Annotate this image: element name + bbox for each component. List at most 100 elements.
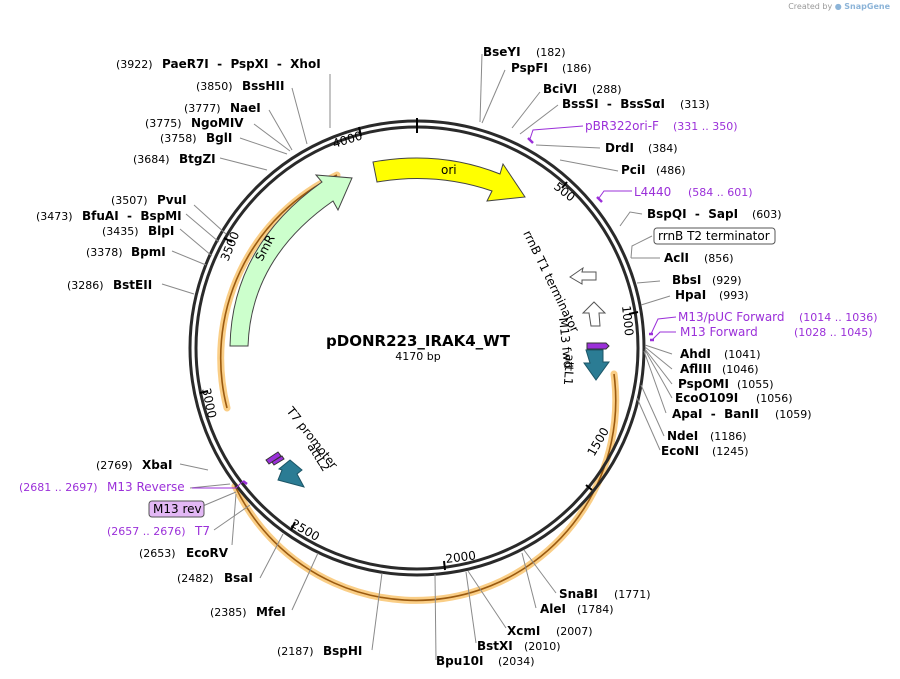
site-pos: (3378): [86, 246, 123, 259]
site-pos: (856): [704, 252, 734, 265]
m13-fwd-label: M13 fwd: [556, 317, 575, 369]
site-name: AhdI: [680, 347, 711, 361]
site-ecoo109i[interactable]: EcoO109I (1056): [675, 391, 793, 405]
site-mfei[interactable]: (2385)MfeI: [210, 605, 286, 619]
primer-m13-forward[interactable]: M13 Forward(1028 .. 1045): [680, 325, 873, 339]
site-bsphi[interactable]: (2187)BspHI: [277, 644, 362, 658]
site-bsteii[interactable]: (3286) BstEII: [67, 278, 152, 292]
site-pos: (3286): [67, 279, 104, 292]
site-bseyi[interactable]: BseYI (182): [483, 45, 566, 59]
tick-label-1000: 1000: [619, 305, 636, 337]
site-pos: (2034): [498, 655, 535, 668]
primer-l4440[interactable]: L4440(584 .. 601): [634, 185, 753, 199]
feature-m13-fwd[interactable]: M13 fwd: [556, 317, 610, 369]
tick-label-3000: 3000: [199, 387, 219, 420]
site-name: DrdI: [605, 141, 634, 155]
site-bstxi[interactable]: BstXI(2010): [477, 639, 561, 653]
site-ndei[interactable]: NdeI(1186): [667, 429, 747, 443]
primer-m13-puc-forward[interactable]: M13/pUC Forward(1014 .. 1036): [678, 310, 878, 324]
site-bsssi[interactable]: BssSI - BssSαI(313): [562, 97, 710, 111]
primer-pbr322ori-f[interactable]: pBR322ori-F(331 .. 350): [585, 119, 738, 133]
snapgene-logo-icon: ●: [834, 2, 842, 11]
site-alei[interactable]: AleI(1784): [540, 602, 614, 616]
rrnb-t1-label: rrnB T1 terminator: [520, 228, 582, 335]
smr-arrow: [229, 174, 353, 347]
site-name: XcmI: [507, 624, 540, 638]
tick-label-2000: 2000: [445, 548, 477, 566]
site-afliii[interactable]: AflIII(1046): [680, 362, 759, 376]
site-name: BciVI: [543, 82, 577, 96]
site-pos: (2385): [210, 606, 247, 619]
boxed-label-rrnb-t2[interactable]: rrnB T2 terminator: [653, 227, 776, 245]
m13-fwd-arrow: [586, 342, 610, 350]
site-bpu10i[interactable]: Bpu10I(2034): [436, 654, 535, 668]
feature-t7-promoter[interactable]: T7 promoter: [265, 403, 341, 472]
site-name: ApaI - BanII: [672, 407, 759, 421]
site-bgli[interactable]: (3758)BglI: [160, 131, 232, 145]
site-pcii[interactable]: PciI(486): [621, 163, 686, 177]
site-pos: (3758): [160, 132, 197, 145]
site-bfuai[interactable]: (3473)BfuAI - BspMI: [36, 209, 182, 223]
site-acli[interactable]: AclI(856): [664, 251, 734, 265]
site-bcivi[interactable]: BciVI (288): [543, 82, 622, 96]
site-leader-lines: [434, 53, 673, 661]
plasmid-title-block: pDONR223_IRAK4_WT 4170 bp: [326, 332, 511, 363]
site-name: EcoRV: [186, 546, 229, 560]
site-naei[interactable]: (3777)NaeI: [184, 101, 261, 115]
site-name: BseYI: [483, 45, 521, 59]
site-econi[interactable]: EcoNI(1245): [661, 444, 749, 458]
primer-m13-reverse[interactable]: (2681 .. 2697)M13 Reverse: [19, 480, 185, 494]
site-xbai[interactable]: (2769)XbaI: [96, 458, 172, 472]
site-name: BspHI: [323, 644, 362, 658]
site-ngomiv[interactable]: (3775)NgoMIV: [145, 116, 244, 130]
site-drdi[interactable]: DrdI (384): [605, 141, 678, 155]
site-xcmi[interactable]: XcmI(2007): [507, 624, 593, 638]
rrnb-t2-label: rrnB T2 terminator: [658, 229, 770, 243]
site-name: BssSI - BssSαI: [562, 97, 665, 111]
primer-t7[interactable]: (2657 .. 2676)T7: [107, 524, 210, 538]
primer-pos: (331 .. 350): [673, 120, 738, 133]
site-name: PvuI: [157, 193, 187, 207]
site-pos: (288): [592, 83, 622, 96]
site-pos: (2653): [139, 547, 176, 560]
site-hpai[interactable]: HpaI(993): [675, 288, 749, 302]
site-pos: (3473): [36, 210, 73, 223]
site-bspqi[interactable]: BspQI - SapI(603): [647, 207, 782, 221]
site-ahdi[interactable]: AhdI(1041): [680, 347, 761, 361]
site-bpmi[interactable]: (3378)BpmI: [86, 245, 166, 259]
site-bbsi[interactable]: BbsI(929): [672, 273, 742, 287]
plasmid-length: 4170 bp: [395, 350, 440, 363]
site-bsshii[interactable]: (3850)BssHII: [196, 79, 284, 93]
site-name: NgoMIV: [191, 116, 244, 130]
boxed-label-m13-rev[interactable]: M13 rev: [148, 500, 205, 518]
feature-ori[interactable]: ori: [372, 157, 526, 202]
site-name: EcoO109I: [675, 391, 738, 405]
site-pos: (1056): [756, 392, 793, 405]
site-ecorv[interactable]: (2653) EcoRV: [139, 546, 229, 560]
m13-rev-arrow: [271, 455, 285, 466]
site-pos: (1245): [712, 445, 749, 458]
site-pos: (929): [712, 274, 742, 287]
primer-pos: (584 .. 601): [688, 186, 753, 199]
m13-rev-label: M13 rev: [153, 502, 202, 516]
site-xhoi[interactable]: (3922)PaeR7I - PspXI - XhoI: [116, 57, 321, 71]
site-pos: (3507): [111, 194, 148, 207]
site-apai[interactable]: ApaI - BanII(1059): [672, 407, 812, 421]
site-pos: (182): [536, 46, 566, 59]
primer-name: M13 Reverse: [107, 480, 185, 494]
site-btgzi[interactable]: (3684)BtgZI: [133, 152, 216, 166]
site-pspfi[interactable]: PspFI(186): [511, 61, 592, 75]
site-name: BstEII: [113, 278, 152, 292]
feature-attl1[interactable]: attL1: [561, 349, 610, 386]
site-pos: (384): [648, 142, 678, 155]
site-pvui[interactable]: (3507) PvuI: [111, 193, 187, 207]
credit-prefix: Created by: [788, 2, 833, 11]
site-pos: (1771): [614, 588, 651, 601]
site-pspomi[interactable]: PspOMI(1055): [678, 377, 774, 391]
site-snabi[interactable]: SnaBI(1771): [559, 587, 651, 601]
site-name: PaeR7I - PspXI - XhoI: [162, 57, 321, 71]
primer-labels: pBR322ori-F(331 .. 350) L4440(584 .. 601…: [19, 119, 878, 538]
site-bsai[interactable]: (2482)BsaI: [177, 571, 253, 585]
site-name: BsaI: [224, 571, 253, 585]
site-blpi[interactable]: (3435)BlpI: [102, 224, 174, 238]
